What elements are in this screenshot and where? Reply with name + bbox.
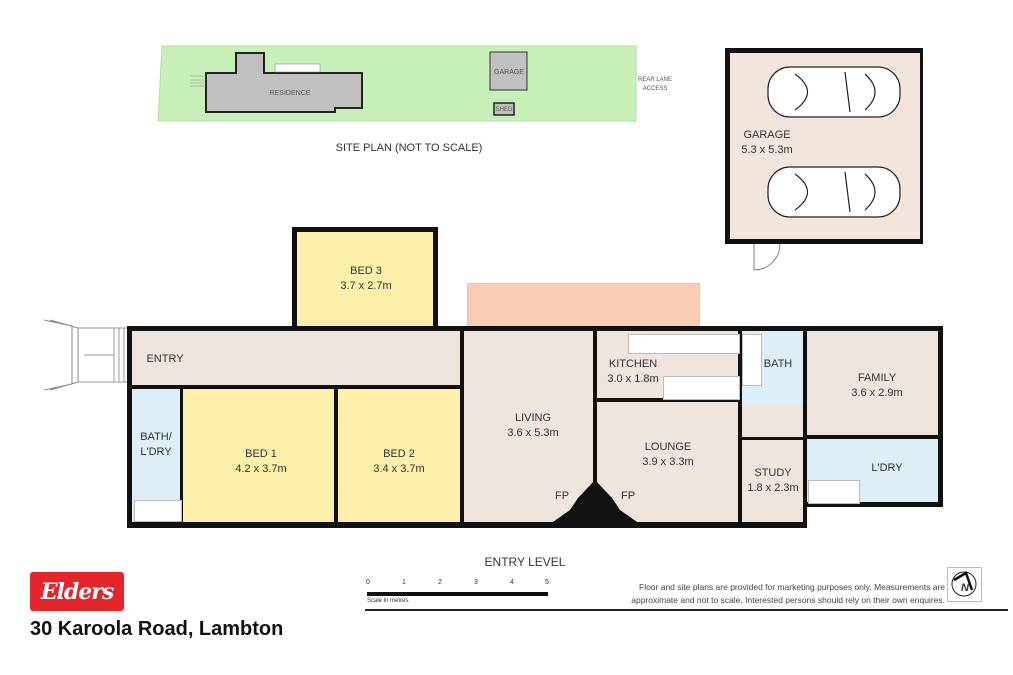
family-size: 3.6 x 2.9m bbox=[851, 387, 903, 399]
level-title: ENTRY LEVEL bbox=[484, 555, 566, 569]
study-label: STUDY bbox=[754, 467, 792, 479]
site-shed-label: SHED bbox=[495, 107, 513, 113]
scale-tick: 3 bbox=[474, 579, 478, 586]
entry-stairs bbox=[44, 319, 128, 391]
site-residence-label: RESIDENCE bbox=[269, 90, 311, 97]
site-garage-label: GARAGE bbox=[494, 69, 524, 76]
logo-text: Elders bbox=[40, 578, 114, 605]
bed3-label: BED 3 bbox=[350, 265, 382, 277]
garage-size: 5.3 x 5.3m bbox=[741, 144, 793, 156]
bed1-room bbox=[182, 388, 335, 524]
scale-tick: 0 bbox=[366, 579, 370, 586]
property-address: 30 Karoola Road, Lambton bbox=[30, 618, 284, 640]
bathtub bbox=[742, 334, 762, 386]
site-shed bbox=[493, 102, 515, 116]
deck bbox=[467, 283, 700, 327]
bath-label: BATH bbox=[763, 358, 793, 370]
garage-name: GARAGE bbox=[743, 129, 791, 141]
study-room bbox=[740, 437, 805, 524]
bed1-label: BED 1 bbox=[245, 448, 277, 460]
fireplace bbox=[550, 480, 640, 524]
kitchen-bench bbox=[628, 334, 740, 354]
bathtub-2 bbox=[134, 500, 182, 522]
hallway bbox=[740, 403, 805, 437]
scale-tick: 5 bbox=[545, 579, 549, 586]
bed2-room bbox=[337, 388, 461, 524]
scale-tick: 1 bbox=[402, 579, 406, 586]
site-plan-title: SITE PLAN (NOT TO SCALE) bbox=[335, 142, 483, 154]
kitchen-label: KITCHEN bbox=[608, 358, 658, 370]
elders-logo: Elders bbox=[30, 572, 124, 611]
disclaimer-line-1: Floor and site plans are provided for ma… bbox=[639, 582, 945, 592]
north-arrow-icon: N bbox=[947, 567, 982, 602]
car-icon bbox=[767, 166, 901, 218]
car-icon bbox=[767, 66, 901, 118]
entry-label: ENTRY bbox=[146, 353, 184, 365]
car-icons bbox=[767, 66, 901, 218]
divider bbox=[365, 609, 1008, 611]
lounge-label: LOUNGE bbox=[644, 441, 692, 453]
bed2-size: 3.4 x 3.7m bbox=[373, 463, 425, 475]
bed1-size: 4.2 x 3.7m bbox=[235, 463, 287, 475]
study-size: 1.8 x 2.3m bbox=[747, 482, 799, 494]
family-room bbox=[805, 330, 940, 437]
living-size: 3.6 x 5.3m bbox=[507, 427, 559, 439]
kitchen-cooktop bbox=[663, 376, 740, 400]
bed3-size: 3.7 x 2.7m bbox=[340, 280, 392, 292]
scale-tick: 4 bbox=[510, 579, 514, 586]
scale-tick: 2 bbox=[438, 579, 442, 586]
disclaimer-line-2: approximate and not to scale. Interested… bbox=[631, 595, 945, 605]
bed3-room bbox=[292, 227, 438, 331]
laundry-label: L'DRY bbox=[871, 462, 903, 474]
entry-room bbox=[130, 330, 462, 388]
north-label: N bbox=[961, 582, 969, 594]
rear-lane-label: REAR LANE ACCESS bbox=[637, 77, 672, 92]
site-garage bbox=[489, 51, 528, 91]
bath-laundry-label: BATH/ L'DRY bbox=[140, 431, 172, 458]
living-room bbox=[462, 330, 595, 524]
bed2-label: BED 2 bbox=[383, 448, 415, 460]
residence-outline bbox=[205, 52, 363, 113]
fireplace-label-2: FP bbox=[620, 490, 636, 502]
site-plan bbox=[157, 45, 637, 122]
laundry-tub bbox=[808, 480, 860, 504]
disclaimer: Floor and site plans are provided for ma… bbox=[600, 581, 945, 607]
scale-caption: Scale in metres. bbox=[367, 598, 411, 604]
family-label: FAMILY bbox=[857, 372, 897, 384]
lounge-size: 3.9 x 3.3m bbox=[642, 456, 694, 468]
lounge-room bbox=[595, 400, 740, 524]
garage-door-swing bbox=[753, 243, 781, 271]
fireplace-label-1: FP bbox=[554, 490, 570, 502]
kitchen-size: 3.0 x 1.8m bbox=[607, 373, 659, 385]
living-label: LIVING bbox=[514, 412, 552, 424]
